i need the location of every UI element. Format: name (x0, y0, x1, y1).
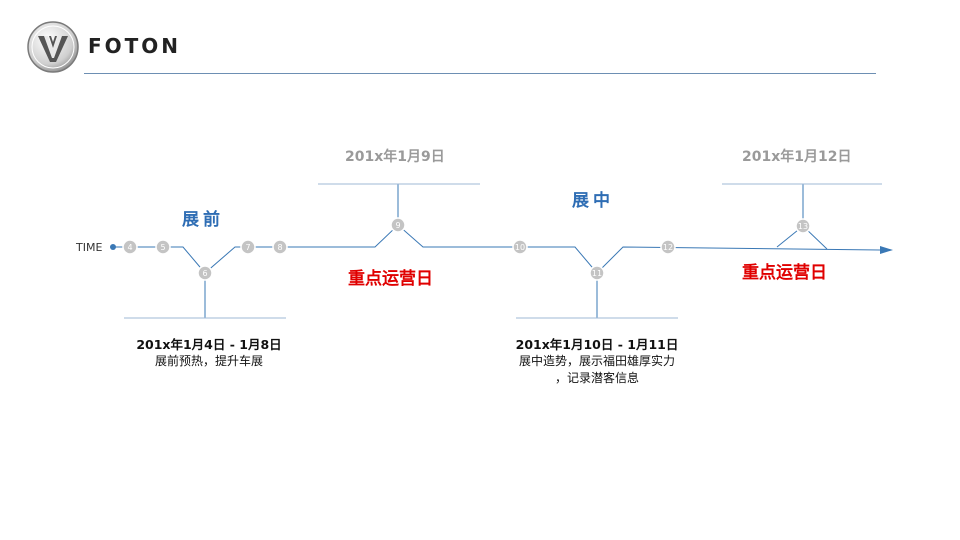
description-pre-line-1: 展前预热，提升车展 (154, 354, 263, 368)
node-11 (589, 265, 605, 281)
node-5 (155, 239, 171, 255)
top-date-2: 201x年1月12日 (742, 149, 852, 165)
axis-label: TIME (76, 241, 103, 254)
description-pre-date: 201x年1月4日 - 1月8日 (136, 337, 282, 352)
key-day-label-2: 重点运营日 (742, 263, 827, 283)
node-label-4: 4 (127, 243, 132, 252)
node-label-7: 7 (245, 243, 250, 252)
node-label-9: 9 (395, 221, 400, 230)
node-label-10: 10 (515, 243, 525, 252)
node-label-5: 5 (160, 243, 165, 252)
node-label-8: 8 (277, 243, 282, 252)
description-during-line-1: 展中造势，展示福田雄厚实力 (518, 354, 675, 368)
description-during: 201x年1月10日 - 1月11日 展中造势，展示福田雄厚实力 ，记录潜客信息 (492, 336, 702, 387)
node-6 (197, 265, 213, 281)
phase-label-during: 展中 (572, 191, 614, 211)
node-label-13: 13 (798, 222, 808, 231)
node-13 (795, 218, 811, 234)
phase-label-pre: 展前 (182, 210, 224, 230)
description-during-date: 201x年1月10日 - 1月11日 (515, 337, 679, 352)
node-4 (122, 239, 138, 255)
node-label-6: 6 (202, 269, 207, 278)
top-date-1: 201x年1月9日 (345, 149, 445, 165)
node-10 (512, 239, 528, 255)
foton-logo-icon (26, 20, 80, 74)
node-12 (660, 239, 676, 255)
brand-name: FOTON (88, 34, 182, 58)
node-label-11: 11 (592, 269, 602, 278)
description-pre: 201x年1月4日 - 1月8日 展前预热，提升车展 (104, 336, 314, 370)
description-during-line-2: ，记录潜客信息 (554, 371, 639, 385)
node-7 (240, 239, 256, 255)
node-9 (390, 217, 406, 233)
header-divider (84, 73, 876, 74)
key-day-label-1: 重点运营日 (348, 269, 433, 289)
node-8 (272, 239, 288, 255)
axis-start-dot (110, 244, 116, 250)
axis-arrow-icon (880, 246, 893, 254)
node-label-12: 12 (663, 243, 673, 252)
